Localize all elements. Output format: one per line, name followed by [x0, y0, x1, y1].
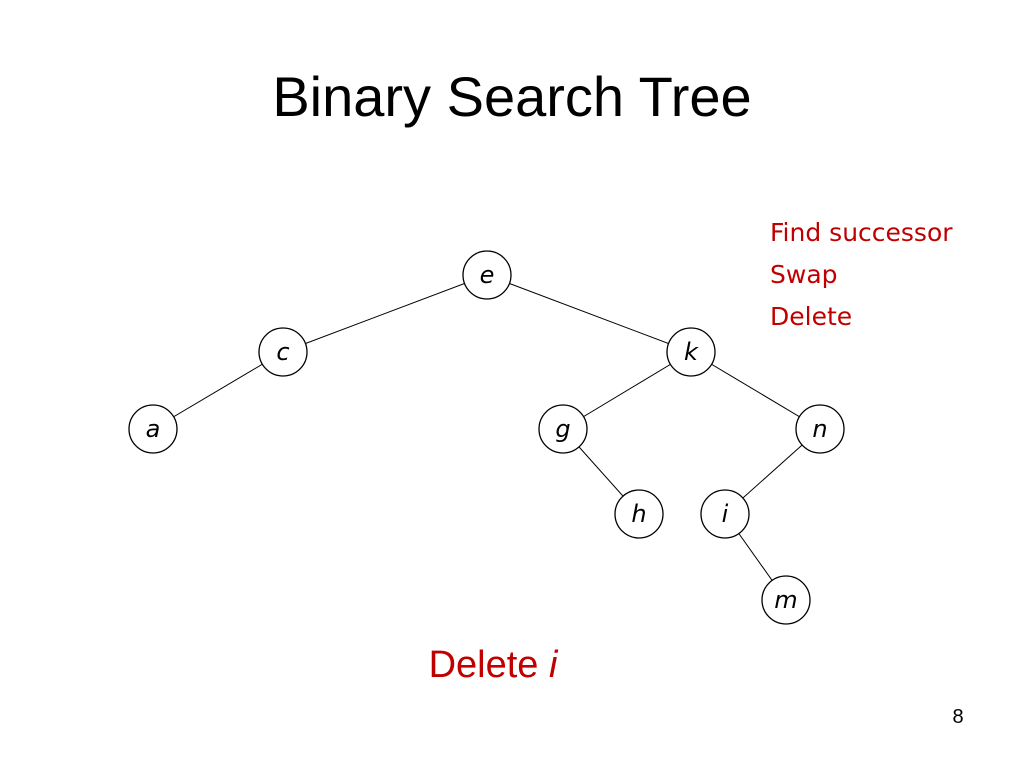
- tree-node-k: k: [666, 327, 716, 377]
- edge-k-n: [690, 351, 821, 430]
- caption-prefix: Delete: [428, 644, 539, 686]
- node-label-g: g: [555, 415, 570, 443]
- tree-node-i: i: [700, 489, 750, 539]
- tree-node-m: m: [761, 575, 811, 625]
- node-circle-e: [462, 250, 512, 300]
- algorithm-steps: Find successor Swap Delete: [770, 212, 953, 338]
- node-label-m: m: [774, 586, 797, 614]
- step-find-successor: Find successor: [770, 218, 953, 247]
- node-circle-n: [795, 404, 845, 454]
- tree-node-h: h: [614, 489, 664, 539]
- tree-nodes: e c k a g n h i m: [128, 250, 845, 625]
- node-circle-k: [666, 327, 716, 377]
- tree-node-n: n: [795, 404, 845, 454]
- node-label-a: a: [146, 415, 161, 443]
- node-circle-h: [614, 489, 664, 539]
- node-label-n: n: [812, 415, 827, 443]
- step-swap: Swap: [770, 260, 838, 289]
- edge-c-a: [152, 351, 284, 430]
- slide-title: Binary Search Tree: [272, 65, 752, 128]
- node-circle-c: [258, 327, 308, 377]
- node-label-h: h: [631, 500, 646, 528]
- node-circle-m: [761, 575, 811, 625]
- node-circle-g: [538, 404, 588, 454]
- tree-edges: [152, 274, 821, 601]
- node-circle-i: [700, 489, 750, 539]
- tree-node-e: e: [462, 250, 512, 300]
- edge-k-g: [562, 351, 692, 430]
- tree-node-a: a: [128, 404, 178, 454]
- edge-e-k: [486, 274, 692, 353]
- caption: Delete i: [0, 644, 986, 687]
- node-circle-a: [128, 404, 178, 454]
- node-label-i: i: [722, 500, 729, 528]
- caption-variable: i: [548, 644, 558, 686]
- step-delete: Delete: [770, 302, 853, 331]
- tree-node-c: c: [258, 327, 308, 377]
- edge-e-c: [282, 274, 488, 353]
- tree-node-g: g: [538, 404, 588, 454]
- node-label-c: c: [276, 338, 289, 366]
- node-label-e: e: [480, 261, 495, 289]
- node-label-k: k: [684, 338, 699, 366]
- page-number: 8: [952, 706, 964, 728]
